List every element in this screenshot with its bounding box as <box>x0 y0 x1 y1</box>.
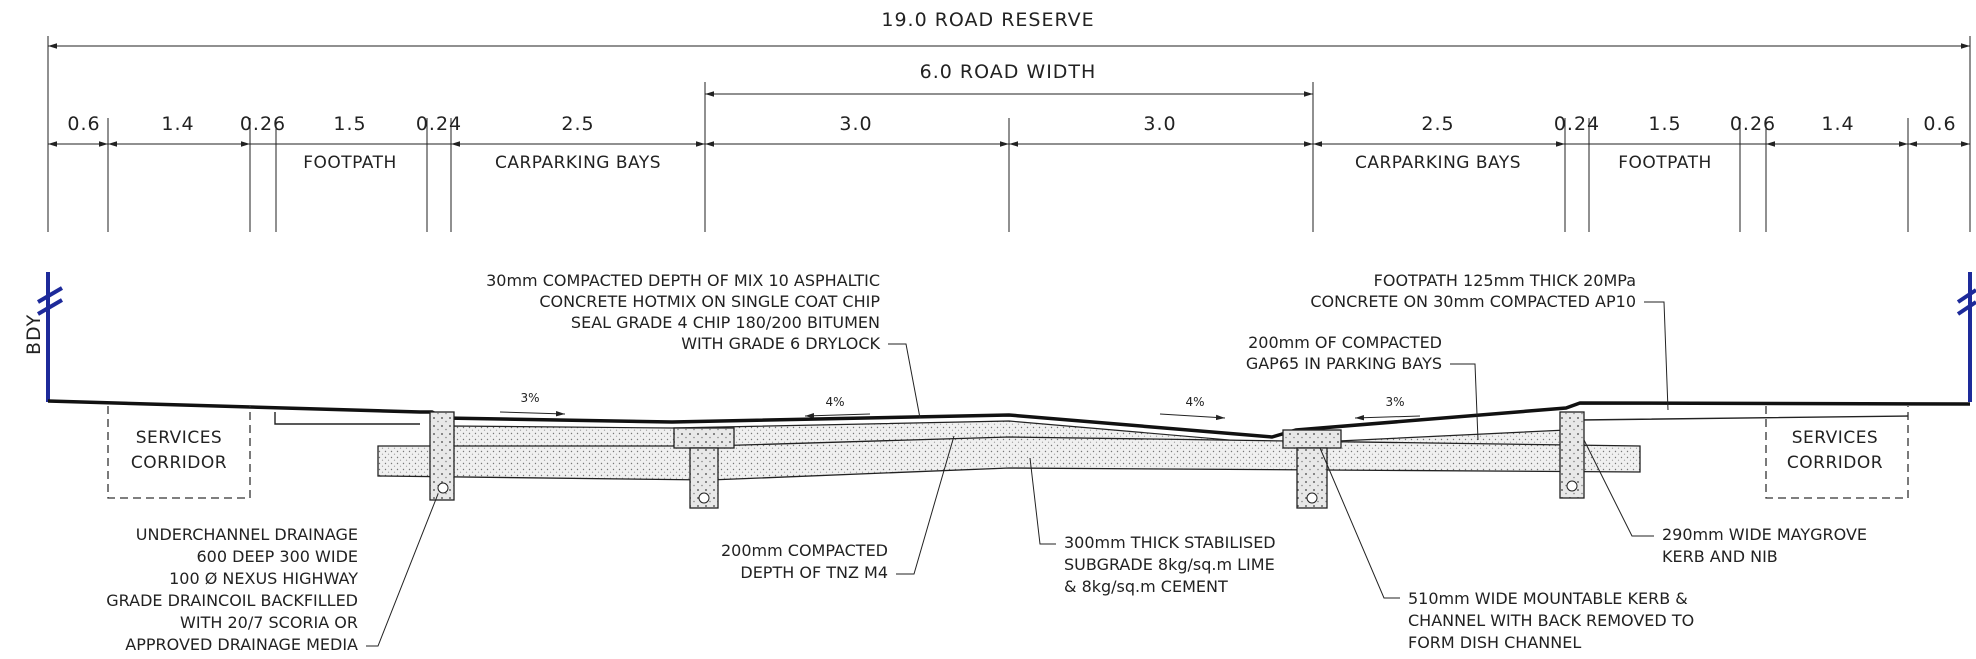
segment-label: 0.26 <box>240 113 286 135</box>
note-line: SEAL GRADE 4 CHIP 180/200 BITUMEN <box>571 313 880 332</box>
road-reserve-dimension: 19.0 ROAD RESERVE <box>47 9 1971 232</box>
slope-label: 4% <box>1185 395 1204 409</box>
carparking-right-label: CARPARKING BAYS <box>1355 153 1521 173</box>
segment-label: 3.0 <box>839 113 872 135</box>
note-line: 100 Ø NEXUS HIGHWAY <box>169 569 358 588</box>
segment-label: 0.24 <box>1554 113 1600 135</box>
note-line: 30mm COMPACTED DEPTH OF MIX 10 ASPHALTIC <box>486 271 880 290</box>
services-corridor-right: SERVICES CORRIDOR <box>1765 406 1909 499</box>
segment-label: 0.6 <box>67 113 100 135</box>
segment-label: 0.26 <box>1730 113 1776 135</box>
boundary-label: BDY <box>23 314 45 355</box>
note-asphaltic: 30mm COMPACTED DEPTH OF MIX 10 ASPHALTIC… <box>486 271 921 419</box>
note-line: 510mm WIDE MOUNTABLE KERB & <box>1408 589 1688 608</box>
road-reserve-label: 19.0 ROAD RESERVE <box>881 9 1094 31</box>
segment-label: 2.5 <box>561 113 594 135</box>
zone-labels: FOOTPATH CARPARKING BAYS CARPARKING BAYS… <box>303 153 1712 173</box>
services-corridor-label: SERVICES <box>136 428 222 448</box>
note-line: UNDERCHANNEL DRAINAGE <box>136 525 358 544</box>
note-line: WITH GRADE 6 DRYLOCK <box>681 334 880 353</box>
footpath-right-label: FOOTPATH <box>1618 153 1712 173</box>
segment-label: 0.24 <box>416 113 462 135</box>
note-line: 200mm COMPACTED <box>721 541 888 560</box>
boundary-left: BDY <box>23 272 64 402</box>
note-line: & 8kg/sq.m CEMENT <box>1064 577 1228 596</box>
note-maygrove-kerb: 290mm WIDE MAYGROVE KERB AND NIB <box>1583 439 1867 566</box>
segment-label: 3.0 <box>1143 113 1176 135</box>
note-line: KERB AND NIB <box>1662 547 1778 566</box>
note-line: DEPTH OF TNZ M4 <box>740 563 888 582</box>
note-line: 290mm WIDE MAYGROVE <box>1662 525 1867 544</box>
segment-label: 1.5 <box>333 113 366 135</box>
services-corridor-label: CORRIDOR <box>1787 453 1883 473</box>
note-line: APPROVED DRAINAGE MEDIA <box>125 635 358 654</box>
services-corridor-left: SERVICES CORRIDOR <box>107 406 251 499</box>
note-tnz-m4: 200mm COMPACTED DEPTH OF TNZ M4 <box>721 435 955 582</box>
note-line: CHANNEL WITH BACK REMOVED TO <box>1408 611 1694 630</box>
note-mountable-kerb: 510mm WIDE MOUNTABLE KERB & CHANNEL WITH… <box>1319 447 1694 652</box>
slope-indicators: 3% 4% 4% 3% <box>499 391 1421 421</box>
note-underchannel: UNDERCHANNEL DRAINAGE 600 DEEP 300 WIDE … <box>106 493 439 654</box>
note-line: 200mm OF COMPACTED <box>1248 333 1442 352</box>
note-line: FORM DISH CHANNEL <box>1408 633 1581 652</box>
note-line: GRADE DRAINCOIL BACKFILLED <box>106 591 358 610</box>
slope-label: 3% <box>520 391 539 405</box>
segment-label: 2.5 <box>1421 113 1454 135</box>
segment-label: 1.4 <box>161 113 194 135</box>
boundary-right <box>1956 272 1976 402</box>
services-corridor-label: SERVICES <box>1792 428 1878 448</box>
road-width-label: 6.0 ROAD WIDTH <box>920 61 1097 83</box>
segment-label: 0.6 <box>1923 113 1956 135</box>
note-line: FOOTPATH 125mm THICK 20MPa <box>1374 271 1636 290</box>
note-line: WITH 20/7 SCORIA OR <box>180 613 358 632</box>
note-parking-bays: 200mm OF COMPACTED GAP65 IN PARKING BAYS <box>1246 333 1479 441</box>
note-line: 600 DEEP 300 WIDE <box>197 547 359 566</box>
note-line: SUBGRADE 8kg/sq.m LIME <box>1064 555 1275 574</box>
note-line: CONCRETE ON 30mm COMPACTED AP10 <box>1310 292 1636 311</box>
carparking-left-label: CARPARKING BAYS <box>495 153 661 173</box>
note-line: CONCRETE HOTMIX ON SINGLE COAT CHIP <box>539 292 880 311</box>
note-line: GAP65 IN PARKING BAYS <box>1246 354 1442 373</box>
slope-label: 4% <box>825 395 844 409</box>
note-footpath-concrete: FOOTPATH 125mm THICK 20MPa CONCRETE ON 3… <box>1310 271 1669 411</box>
kerbs <box>429 411 1585 509</box>
services-corridor-label: CORRIDOR <box>131 453 227 473</box>
footpath-left-label: FOOTPATH <box>303 153 397 173</box>
slope-label: 3% <box>1385 395 1404 409</box>
note-subgrade: 300mm THICK STABILISED SUBGRADE 8kg/sq.m… <box>1029 457 1276 596</box>
note-line: 300mm THICK STABILISED <box>1064 533 1276 552</box>
road-width-dimension: 6.0 ROAD WIDTH <box>704 61 1314 232</box>
segment-dimensions: 0.6 1.4 0.26 1.5 0.24 2.5 3.0 3.0 2.5 0.… <box>48 113 1970 232</box>
segment-label: 1.4 <box>1821 113 1854 135</box>
segment-label: 1.5 <box>1648 113 1681 135</box>
